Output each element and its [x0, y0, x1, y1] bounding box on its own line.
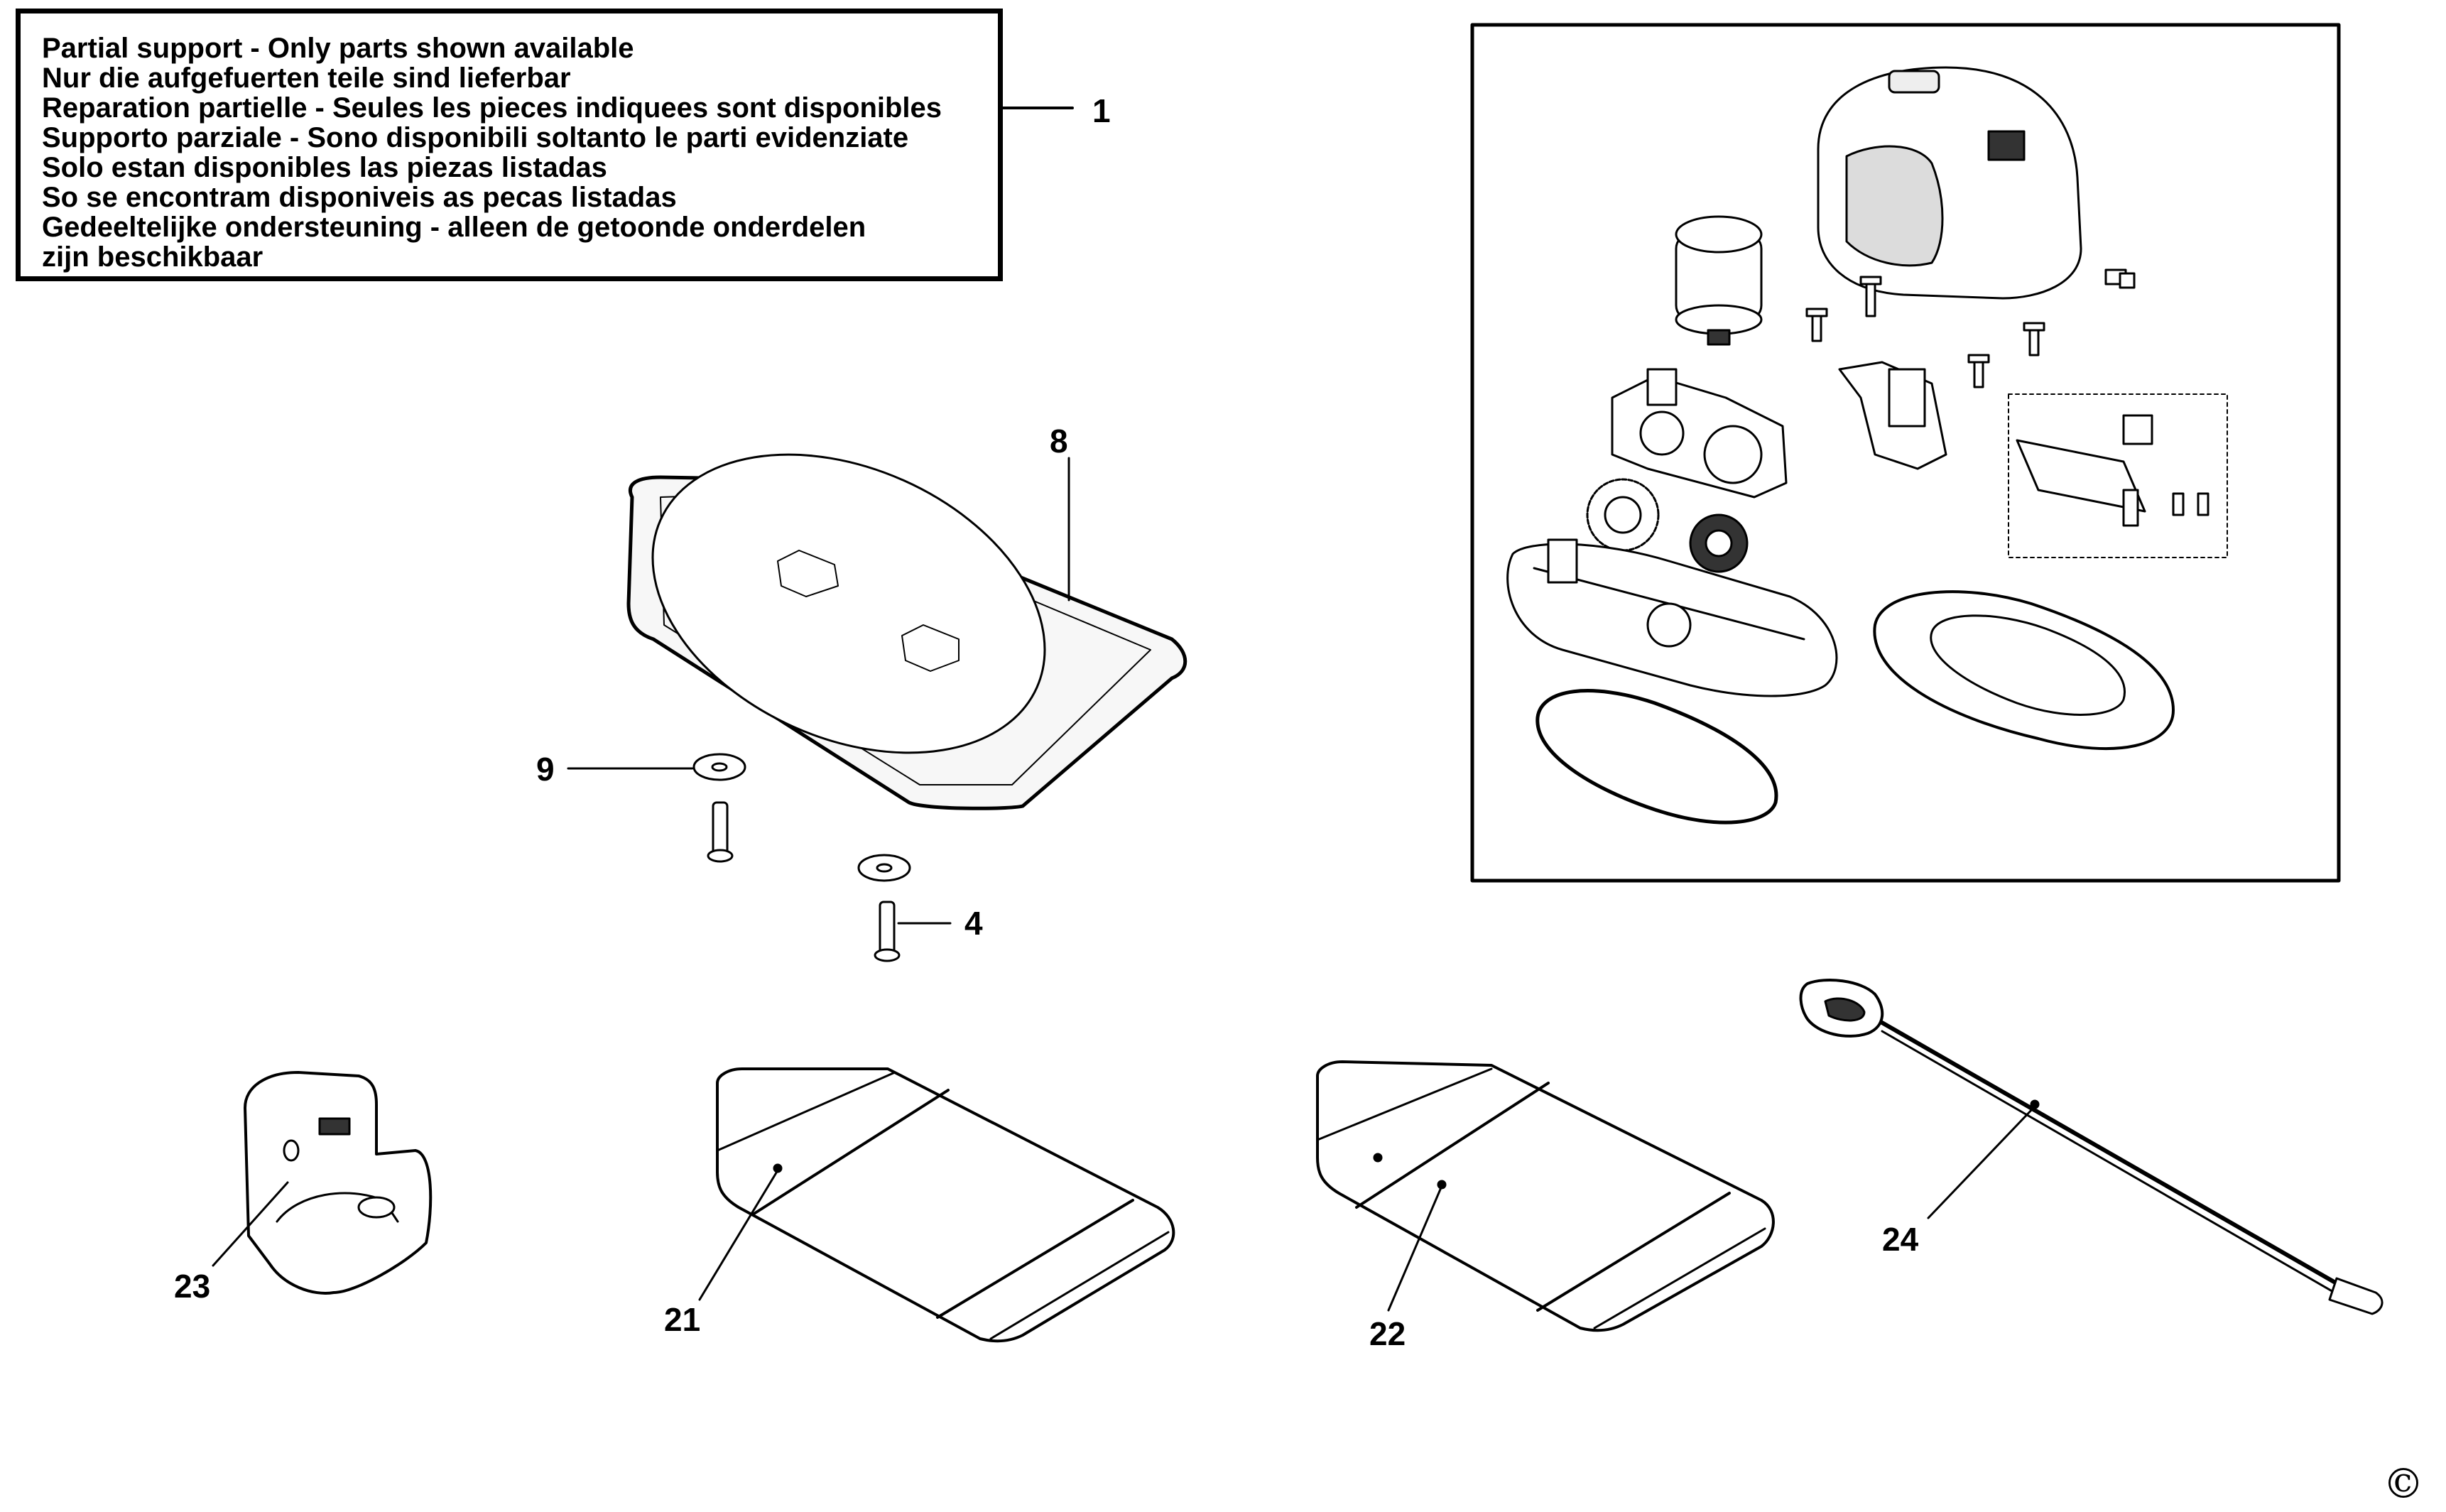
callout-9: 9: [536, 751, 555, 788]
bracket-part: [1838, 361, 1947, 470]
callout-24-leader: [1927, 1105, 2036, 1219]
pad-part-21: [716, 1067, 1175, 1343]
notice-line: zijn beschikbaar: [42, 241, 263, 273]
screw-4: [874, 901, 901, 962]
base-plate-part-8: [626, 453, 1187, 810]
callout-22-leader: [1387, 1185, 1443, 1312]
gearbox-upper-part: [1611, 368, 1788, 499]
notice-line: Gedeeltelijke ondersteuning - alleen de …: [42, 212, 866, 243]
callout-21: 21: [664, 1301, 701, 1338]
notice-line: So se encontram disponiveis as pecas lis…: [42, 182, 677, 213]
callout-21-leader: [698, 1169, 779, 1301]
notice-line: Reparation partielle - Seules les pieces…: [42, 92, 942, 124]
base-housing-part: [1506, 538, 1838, 697]
top-housing-part: [1817, 66, 2082, 300]
screw-9: [707, 801, 734, 863]
notice-line: Partial support - Only parts shown avail…: [42, 33, 634, 64]
callout-23-leader: [212, 1181, 289, 1267]
assembly-inset: [1470, 23, 2341, 883]
gears-part: [1586, 478, 1749, 573]
callout-24: 24: [1882, 1221, 1919, 1258]
ring-frame-part: [1873, 590, 2175, 751]
handle-part-24: [1799, 979, 2384, 1315]
motor-part: [1675, 215, 1763, 346]
callout-4: 4: [964, 905, 983, 942]
notice-line: Supporto parziale - Sono disponibili sol…: [42, 122, 909, 153]
partial-support-notice: Partial support - Only parts shown avail…: [16, 9, 1003, 281]
notice-line: Nur die aufgefuerten teile sind lieferba…: [42, 62, 571, 94]
callout-22: 22: [1369, 1315, 1406, 1352]
washer-9: [692, 753, 746, 781]
holder-part-23: [244, 1071, 433, 1295]
callout-23: 23: [174, 1268, 211, 1305]
callout-1: 1: [1092, 92, 1111, 129]
washer-4: [857, 854, 911, 882]
screws-group: [1805, 268, 2136, 388]
gasket-part: [1535, 689, 1778, 825]
pad-part-22: [1316, 1060, 1775, 1332]
notice-line: Solo estan disponibles las piezas listad…: [42, 152, 607, 183]
pcb-assembly: [2008, 393, 2228, 558]
callout-8: 8: [1050, 423, 1068, 459]
copyright-mark: ©: [2383, 1459, 2424, 1508]
